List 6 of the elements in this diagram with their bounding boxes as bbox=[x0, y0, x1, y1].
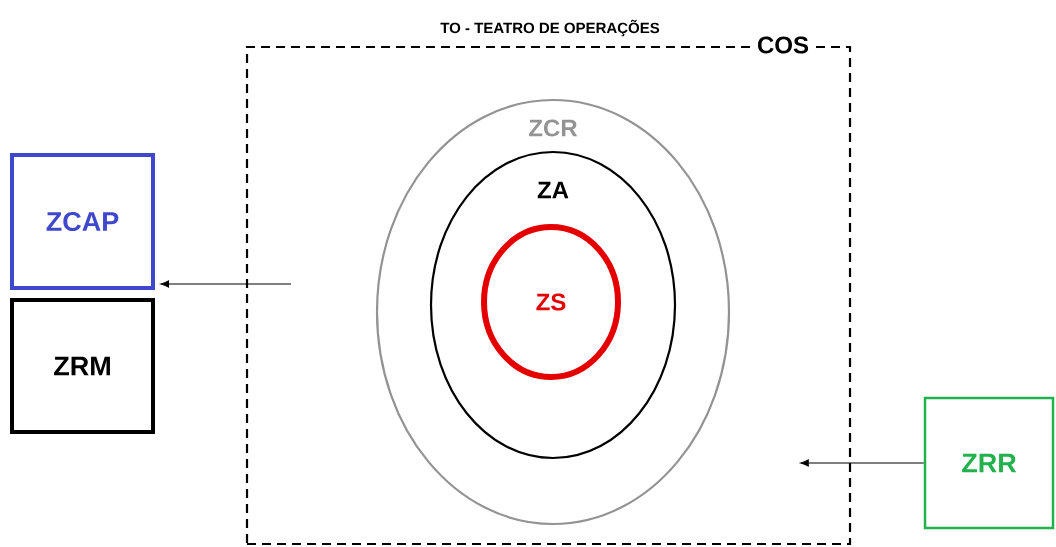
zone-box: ZCAP bbox=[10, 153, 155, 290]
arrow bbox=[800, 459, 925, 467]
node-label: TO - TEATRO DE OPERAÇÕES bbox=[440, 19, 660, 37]
arrow bbox=[160, 280, 292, 288]
zone-box: ZRM bbox=[10, 298, 155, 434]
zone-box: ZRR bbox=[923, 396, 1055, 530]
